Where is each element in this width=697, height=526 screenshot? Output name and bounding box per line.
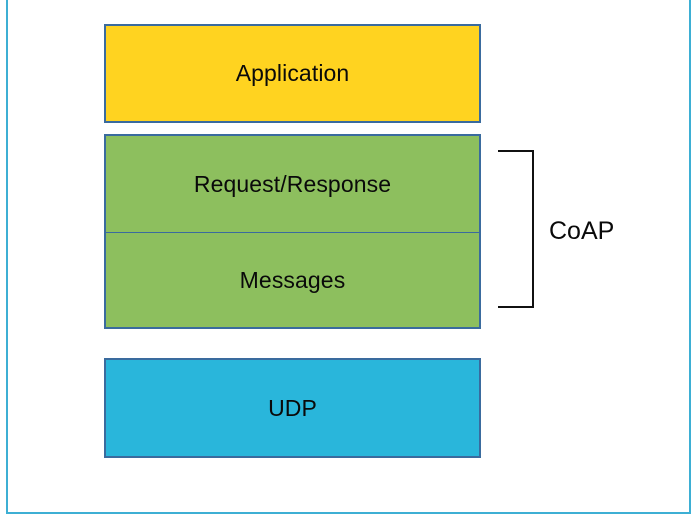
page-frame-left-edge <box>6 0 8 514</box>
bracket-vertical-spine <box>532 150 534 308</box>
layer-label-application: Application <box>235 60 350 86</box>
coap-group-bracket <box>498 150 534 308</box>
layer-label-messages: Messages <box>239 266 346 293</box>
coap-group-label: CoAP <box>549 217 615 245</box>
page-frame-right-edge <box>689 0 691 514</box>
layer-box-application: Application <box>104 24 481 123</box>
layer-box-messages: Messages <box>104 232 481 329</box>
bracket-bottom-arm <box>498 306 534 308</box>
page-frame-bottom-edge <box>6 512 691 514</box>
layer-box-udp: UDP <box>104 358 481 458</box>
layer-box-request-response: Request/Response <box>104 134 481 233</box>
layer-label-request-response: Request/Response <box>193 170 392 197</box>
bracket-top-arm <box>498 150 534 152</box>
layer-label-udp: UDP <box>268 394 317 421</box>
